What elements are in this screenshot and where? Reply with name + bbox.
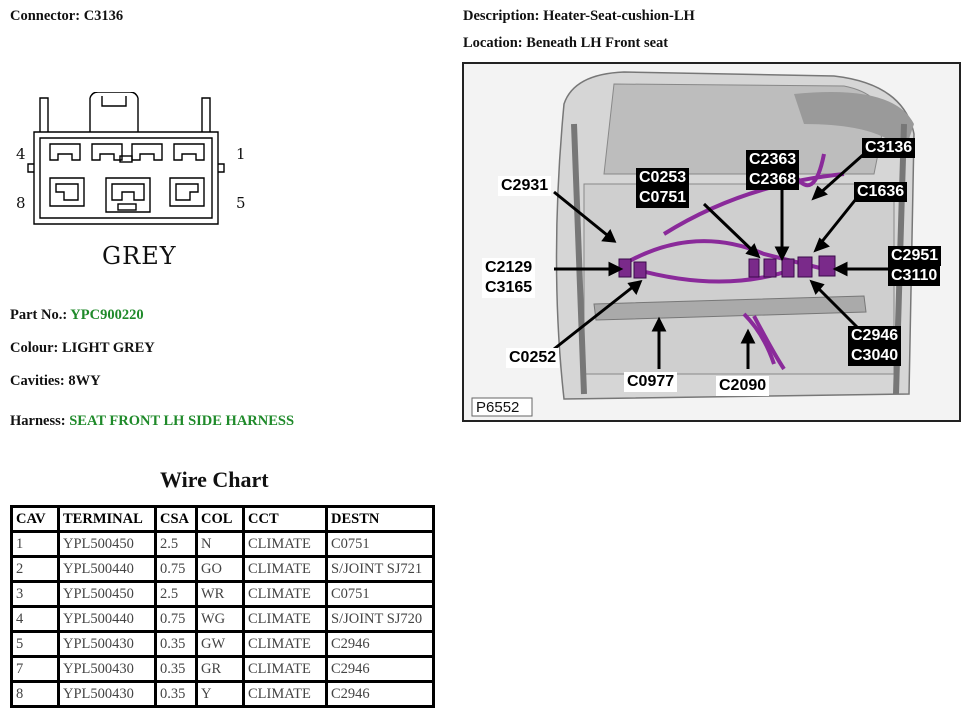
cell-terminal: YPL500430 <box>57 630 157 658</box>
cell-cav: 3 <box>10 580 60 608</box>
cell-col: N <box>195 530 245 558</box>
cell-cav: 8 <box>10 680 60 708</box>
callout-c0977: C0977 <box>624 372 678 392</box>
cell-terminal: YPL500430 <box>57 680 157 708</box>
callout-c0253: C0253 <box>636 168 690 188</box>
cell-cct: CLIMATE <box>242 630 328 658</box>
callout-c2368: C2368 <box>746 170 800 190</box>
table-header-row: CAV TERMINAL CSA COL CCT DESTN <box>10 505 435 533</box>
callout-c2363: C2363 <box>746 150 800 170</box>
cell-cav: 2 <box>10 555 60 583</box>
callout-c2951: C2951 <box>888 246 942 266</box>
wire-chart-title: Wire Chart <box>160 467 269 492</box>
cell-cct: CLIMATE <box>242 680 328 708</box>
connector-colour-label: GREY <box>102 242 177 270</box>
callout-c1636: C1636 <box>854 182 908 202</box>
cell-cct: CLIMATE <box>242 555 328 583</box>
cell-terminal: YPL500440 <box>57 555 157 583</box>
callout-c3165: C3165 <box>482 278 536 298</box>
cell-col: GR <box>195 655 245 683</box>
part-number: Part No.: YPC900220 <box>10 307 144 324</box>
column-header-cct: CCT <box>242 505 328 533</box>
cell-terminal: YPL500430 <box>57 655 157 683</box>
cell-cct: CLIMATE <box>242 605 328 633</box>
cell-col: Y <box>195 680 245 708</box>
location-illustration: .callout { position:absolute; background… <box>462 62 961 422</box>
cell-csa: 0.75 <box>154 555 198 583</box>
pin-number-8: 8 <box>16 194 26 212</box>
column-header-terminal: TERMINAL <box>57 505 157 533</box>
cell-col: GW <box>195 630 245 658</box>
callout-c3136: C3136 <box>862 138 916 158</box>
colour: Colour: LIGHT GREY <box>10 340 155 356</box>
cell-destn: S/JOINT SJ721 <box>325 555 435 583</box>
harness-label: Harness: <box>10 413 66 429</box>
cell-cct: CLIMATE <box>242 655 328 683</box>
part-number-link[interactable]: YPC900220 <box>70 307 144 323</box>
pin-number-1: 1 <box>236 145 246 163</box>
cell-col: WR <box>195 580 245 608</box>
cell-destn: C0751 <box>325 530 435 558</box>
harness-link[interactable]: SEAT FRONT LH SIDE HARNESS <box>69 413 295 429</box>
pin-number-5: 5 <box>236 194 246 212</box>
cell-cav: 1 <box>10 530 60 558</box>
location: Location: Beneath LH Front seat <box>463 35 669 51</box>
cell-csa: 2.5 <box>154 580 198 608</box>
cell-cav: 4 <box>10 605 60 633</box>
callout-c2946: C2946 <box>848 326 902 346</box>
cell-terminal: YPL500440 <box>57 605 157 633</box>
connector-id: Connector: C3136 <box>10 8 124 24</box>
cell-csa: 0.35 <box>154 655 198 683</box>
cell-col: GO <box>195 555 245 583</box>
column-header-csa: CSA <box>154 505 198 533</box>
cell-destn: C2946 <box>325 655 435 683</box>
cell-destn: C2946 <box>325 630 435 658</box>
cell-col: WG <box>195 605 245 633</box>
cell-csa: 0.35 <box>154 680 198 708</box>
part-number-label: Part No.: <box>10 307 68 323</box>
column-header-destn: DESTN <box>325 505 435 533</box>
description: Description: Heater-Seat-cushion-LH <box>463 8 695 24</box>
photo-reference: P6552 <box>476 399 520 416</box>
callout-c0751: C0751 <box>636 188 690 208</box>
cell-csa: 0.75 <box>154 605 198 633</box>
callout-c2090: C2090 <box>716 376 770 396</box>
cell-terminal: YPL500450 <box>57 530 157 558</box>
column-header-col: COL <box>195 505 245 533</box>
cell-cct: CLIMATE <box>242 580 328 608</box>
callout-c0252: C0252 <box>506 348 560 368</box>
cell-csa: 0.35 <box>154 630 198 658</box>
cell-csa: 2.5 <box>154 530 198 558</box>
callout-c2129: C2129 <box>482 258 536 278</box>
column-header-cav: CAV <box>10 505 60 533</box>
callout-c3040: C3040 <box>848 346 902 366</box>
cell-cav: 5 <box>10 630 60 658</box>
cell-destn: S/JOINT SJ720 <box>325 605 435 633</box>
harness: Harness: SEAT FRONT LH SIDE HARNESS <box>10 413 294 430</box>
callout-c2931: C2931 <box>498 176 552 196</box>
cavities: Cavities: 8WY <box>10 373 101 389</box>
cell-destn: C0751 <box>325 580 435 608</box>
cell-destn: C2946 <box>325 680 435 708</box>
cell-cav: 7 <box>10 655 60 683</box>
cell-cct: CLIMATE <box>242 530 328 558</box>
pin-number-4: 4 <box>16 145 26 163</box>
callout-c3110: C3110 <box>888 266 941 286</box>
connector-face-drawing: 4 1 8 5 GREY <box>14 91 246 272</box>
cell-terminal: YPL500450 <box>57 580 157 608</box>
